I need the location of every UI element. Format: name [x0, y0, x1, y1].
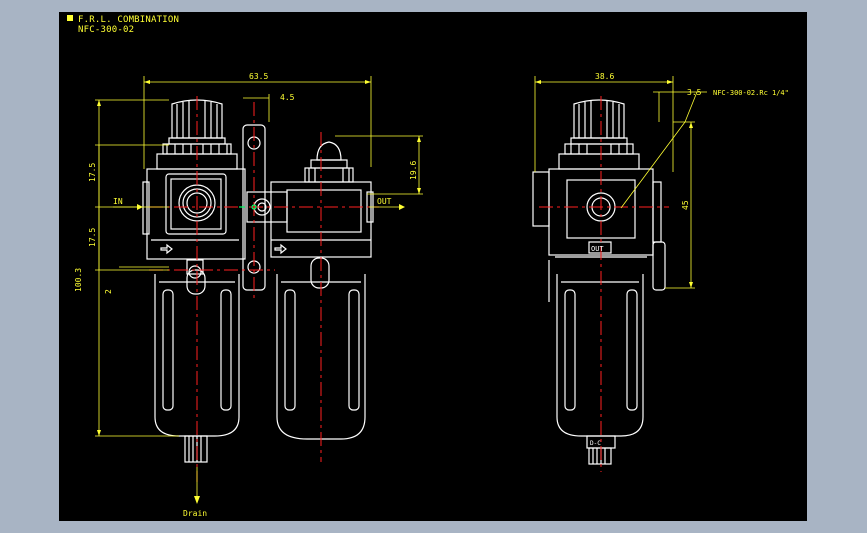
dim-offset-top: 4.5: [280, 93, 295, 102]
inlet-label: IN: [113, 197, 123, 206]
dim-height-total: 100.3: [74, 268, 83, 292]
arrowheads: [97, 80, 693, 504]
dim-height-lower: 17.5: [88, 228, 97, 247]
dim-side-height: 45: [681, 200, 690, 210]
drawing-title: F.R.L. COMBINATION NFC-300-02: [67, 15, 179, 35]
dim-port-height: 19.6: [409, 161, 418, 180]
accent-marks: [239, 204, 257, 210]
model-callout: NFC-300-02.Rc 1/4": [713, 89, 789, 97]
side-port-label: OUT: [591, 245, 604, 253]
front-view: [142, 99, 374, 463]
dim-gap-small: 2: [104, 289, 113, 294]
dim-side-width: 38.6: [595, 72, 614, 81]
dimensions: [95, 76, 707, 500]
title-line-2: NFC-300-02: [78, 25, 135, 35]
cad-viewport[interactable]: F.R.L. COMBINATION NFC-300-02: [59, 12, 807, 521]
title-line-1: F.R.L. COMBINATION: [78, 15, 180, 25]
dim-width-total: 63.5: [249, 72, 268, 81]
title-marker-icon: [67, 15, 73, 21]
frl-drawing: 63.5 4.5 17.5 17.5 100.3 2 19.6 38.6 3.5…: [74, 72, 789, 518]
dim-height-upper: 17.5: [88, 163, 97, 182]
centerlines: [149, 96, 669, 482]
drain-valve-label: D-C: [590, 440, 601, 447]
outlet-label: OUT: [377, 197, 392, 206]
drain-label: Drain: [183, 509, 207, 518]
dim-side-offset: 3.5: [687, 88, 702, 97]
side-view: [532, 99, 666, 465]
